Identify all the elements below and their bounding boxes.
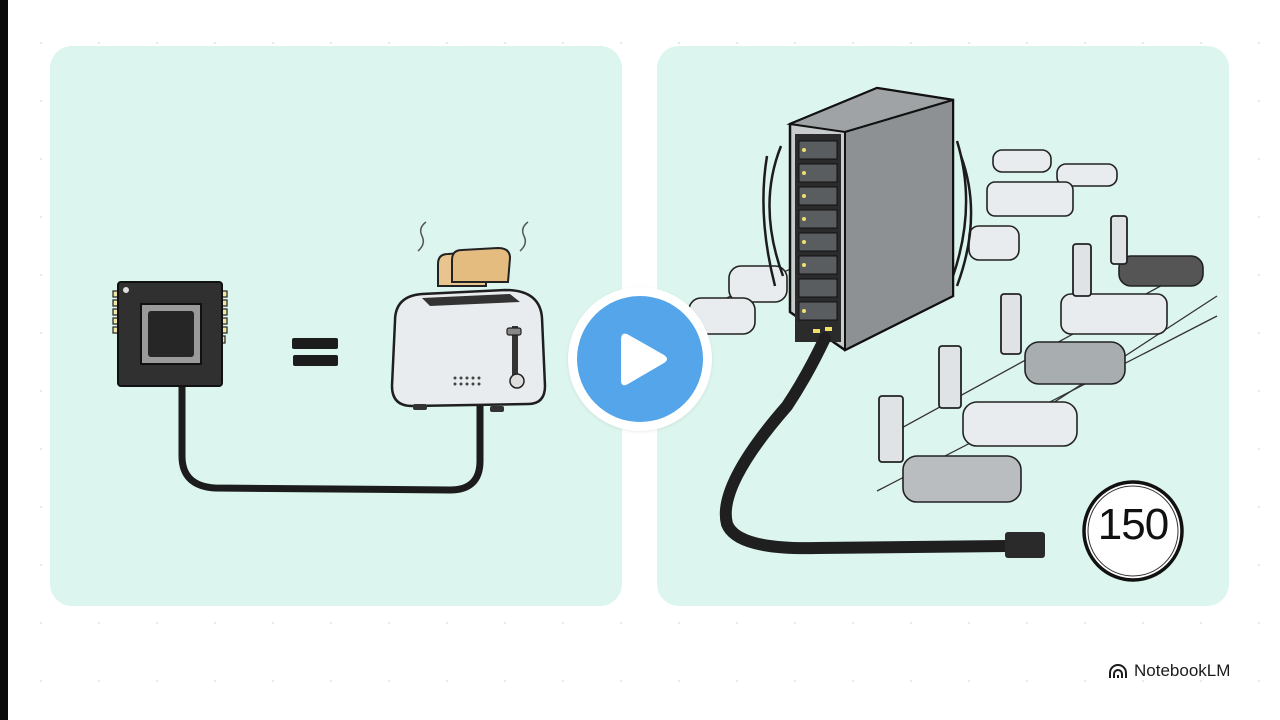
notebooklm-brand: NotebookLM bbox=[1108, 660, 1230, 682]
count-badge-icon bbox=[1082, 480, 1184, 582]
parked-cars-icon bbox=[688, 149, 1204, 503]
toaster-icon bbox=[390, 221, 547, 412]
ev-chargers-icon bbox=[878, 215, 1128, 463]
left-illustration-panel bbox=[50, 46, 622, 606]
cpu-chip-icon bbox=[112, 281, 228, 387]
equals-sign-icon bbox=[292, 338, 338, 366]
play-button-circle[interactable] bbox=[577, 296, 703, 422]
brand-name: NotebookLM bbox=[1134, 661, 1231, 680]
notebooklm-logo-icon bbox=[1109, 664, 1127, 678]
video-frame-edge bbox=[0, 0, 8, 720]
server-rack-icon bbox=[762, 86, 973, 352]
count-badge-value: 150 bbox=[1097, 500, 1169, 549]
play-icon bbox=[621, 333, 667, 386]
play-button[interactable] bbox=[568, 287, 712, 431]
